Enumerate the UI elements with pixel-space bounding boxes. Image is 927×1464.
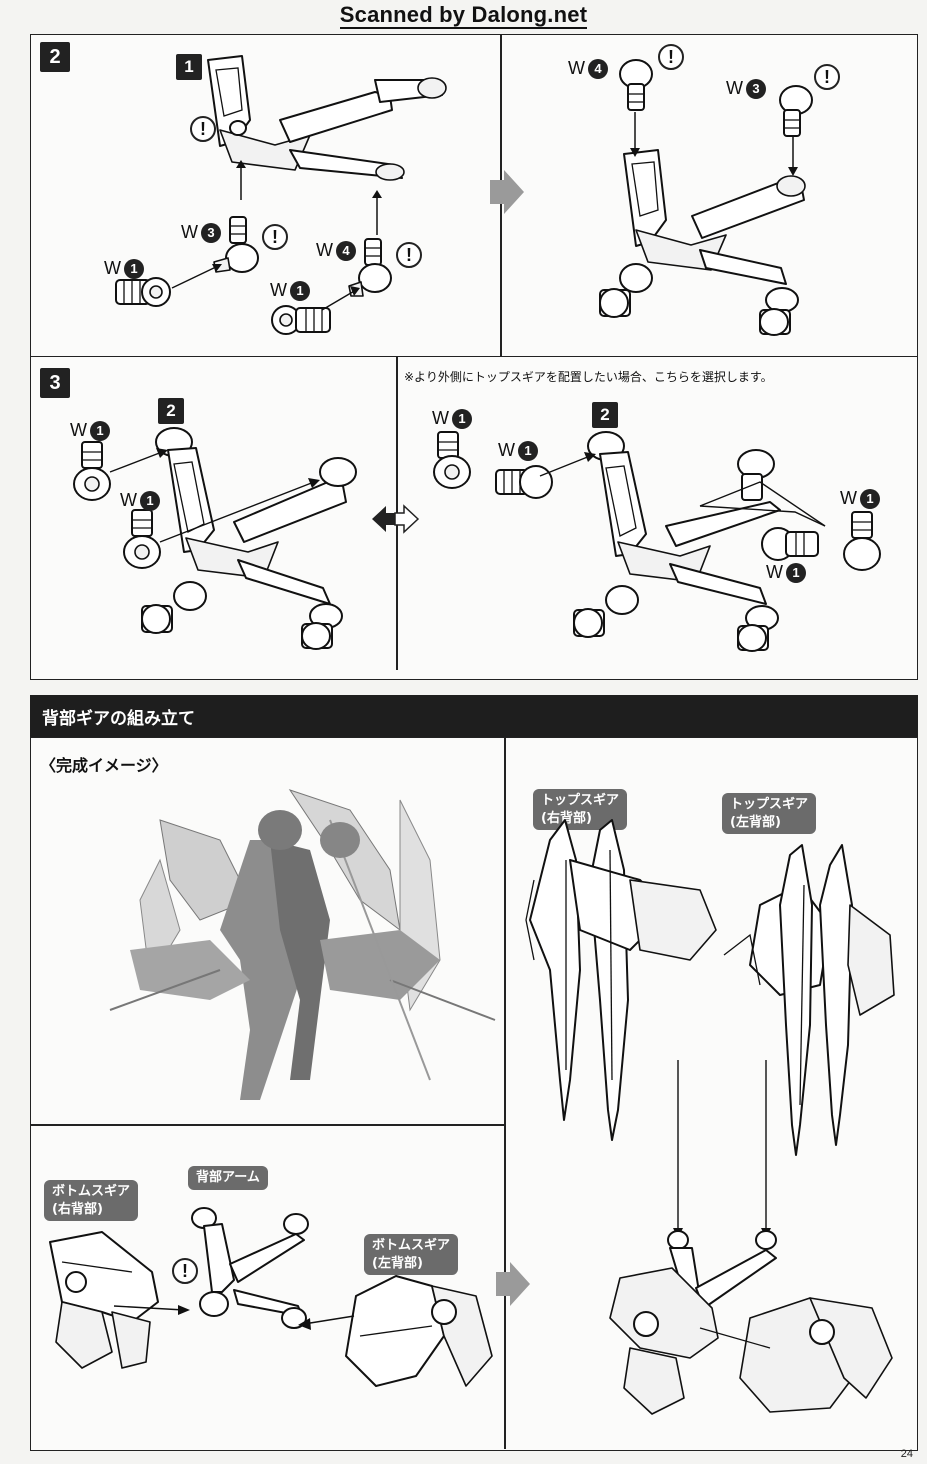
- next-arrow-icon: [496, 1262, 530, 1306]
- guide-line-step3-a: [109, 448, 168, 473]
- step-3-alternative-note: ※より外側にトップスギアを配置したい場合、こちらを選択します。: [404, 370, 773, 384]
- step-2-badge: 2: [40, 42, 70, 72]
- next-arrow-icon: [490, 170, 524, 214]
- label-bottom-gear-left: ボトムスギア(左背部): [364, 1234, 459, 1276]
- caution-icon: !: [190, 116, 216, 142]
- caution-icon: !: [396, 242, 422, 268]
- guide-line-step3-b: [159, 478, 320, 543]
- page-number: 24: [900, 1448, 913, 1460]
- assembly-arrow-down-1: [630, 112, 640, 157]
- joint-part-w3: [213, 216, 259, 273]
- step-3-part-w1b: [123, 509, 161, 569]
- back-arm-drawing: [191, 1207, 309, 1329]
- joint-part-w1b: [271, 305, 331, 335]
- subassembly-2-badge: 2: [158, 398, 184, 424]
- step-3-right-drawing: [573, 431, 781, 652]
- joint-part-w3-right: [779, 85, 813, 137]
- caution-icon: !: [262, 224, 288, 250]
- caution-icon: !: [658, 44, 684, 70]
- back-gear-hline: [30, 1124, 504, 1126]
- label-top-gear-left: トップスギア(左背部): [722, 793, 817, 835]
- label-bottom-gear-right: ボトムスギア(右背部): [44, 1180, 139, 1222]
- completed-image-title: 〈完成イメージ〉: [40, 756, 168, 775]
- assembly-arrow-down-2: [788, 136, 798, 176]
- completed-figure-photo: [109, 789, 496, 1100]
- caution-icon: !: [172, 1258, 198, 1284]
- step-3-part-w1a: [73, 441, 111, 501]
- step-3-right-part-w1a: [433, 431, 471, 489]
- subassembly-2-badge-alt: 2: [592, 402, 618, 428]
- bottom-gear-right-drawing: [49, 1231, 159, 1369]
- guide-line-w1a: [171, 264, 222, 289]
- top-gear-left-drawing: [723, 844, 895, 1156]
- step-2-assembled-drawing: [599, 149, 806, 336]
- step-3-right-part-w1c: [761, 527, 819, 561]
- caution-icon: !: [814, 64, 840, 90]
- bottom-gear-left-drawing: [345, 1275, 493, 1387]
- step-3-right-guide-lines: [539, 452, 826, 527]
- joint-part-w4-right: [619, 59, 653, 111]
- assembly-arrows-bottom: [113, 1305, 355, 1330]
- step-3-right-part-w1d: [843, 511, 881, 571]
- back-gear-divider: [504, 737, 506, 1449]
- top-gear-right-drawing: [525, 819, 717, 1141]
- assembly-arrow-up-2: [372, 190, 382, 235]
- step-2-arm-drawing: [207, 55, 447, 181]
- section-title-bar: 背部ギアの組み立て: [30, 695, 918, 737]
- label-back-arm: 背部アーム: [188, 1166, 268, 1190]
- swap-arrow-icon: [372, 504, 420, 534]
- joint-part-w1a: [115, 277, 171, 307]
- subassembly-1-badge: 1: [176, 54, 202, 80]
- watermark: Scanned by Dalong.net: [339, 2, 588, 29]
- assembly-arrow-up-1: [236, 160, 246, 200]
- final-assembly-drawing: [609, 1230, 893, 1415]
- step-3-badge: 3: [40, 368, 70, 398]
- guide-line-w1b: [321, 286, 360, 311]
